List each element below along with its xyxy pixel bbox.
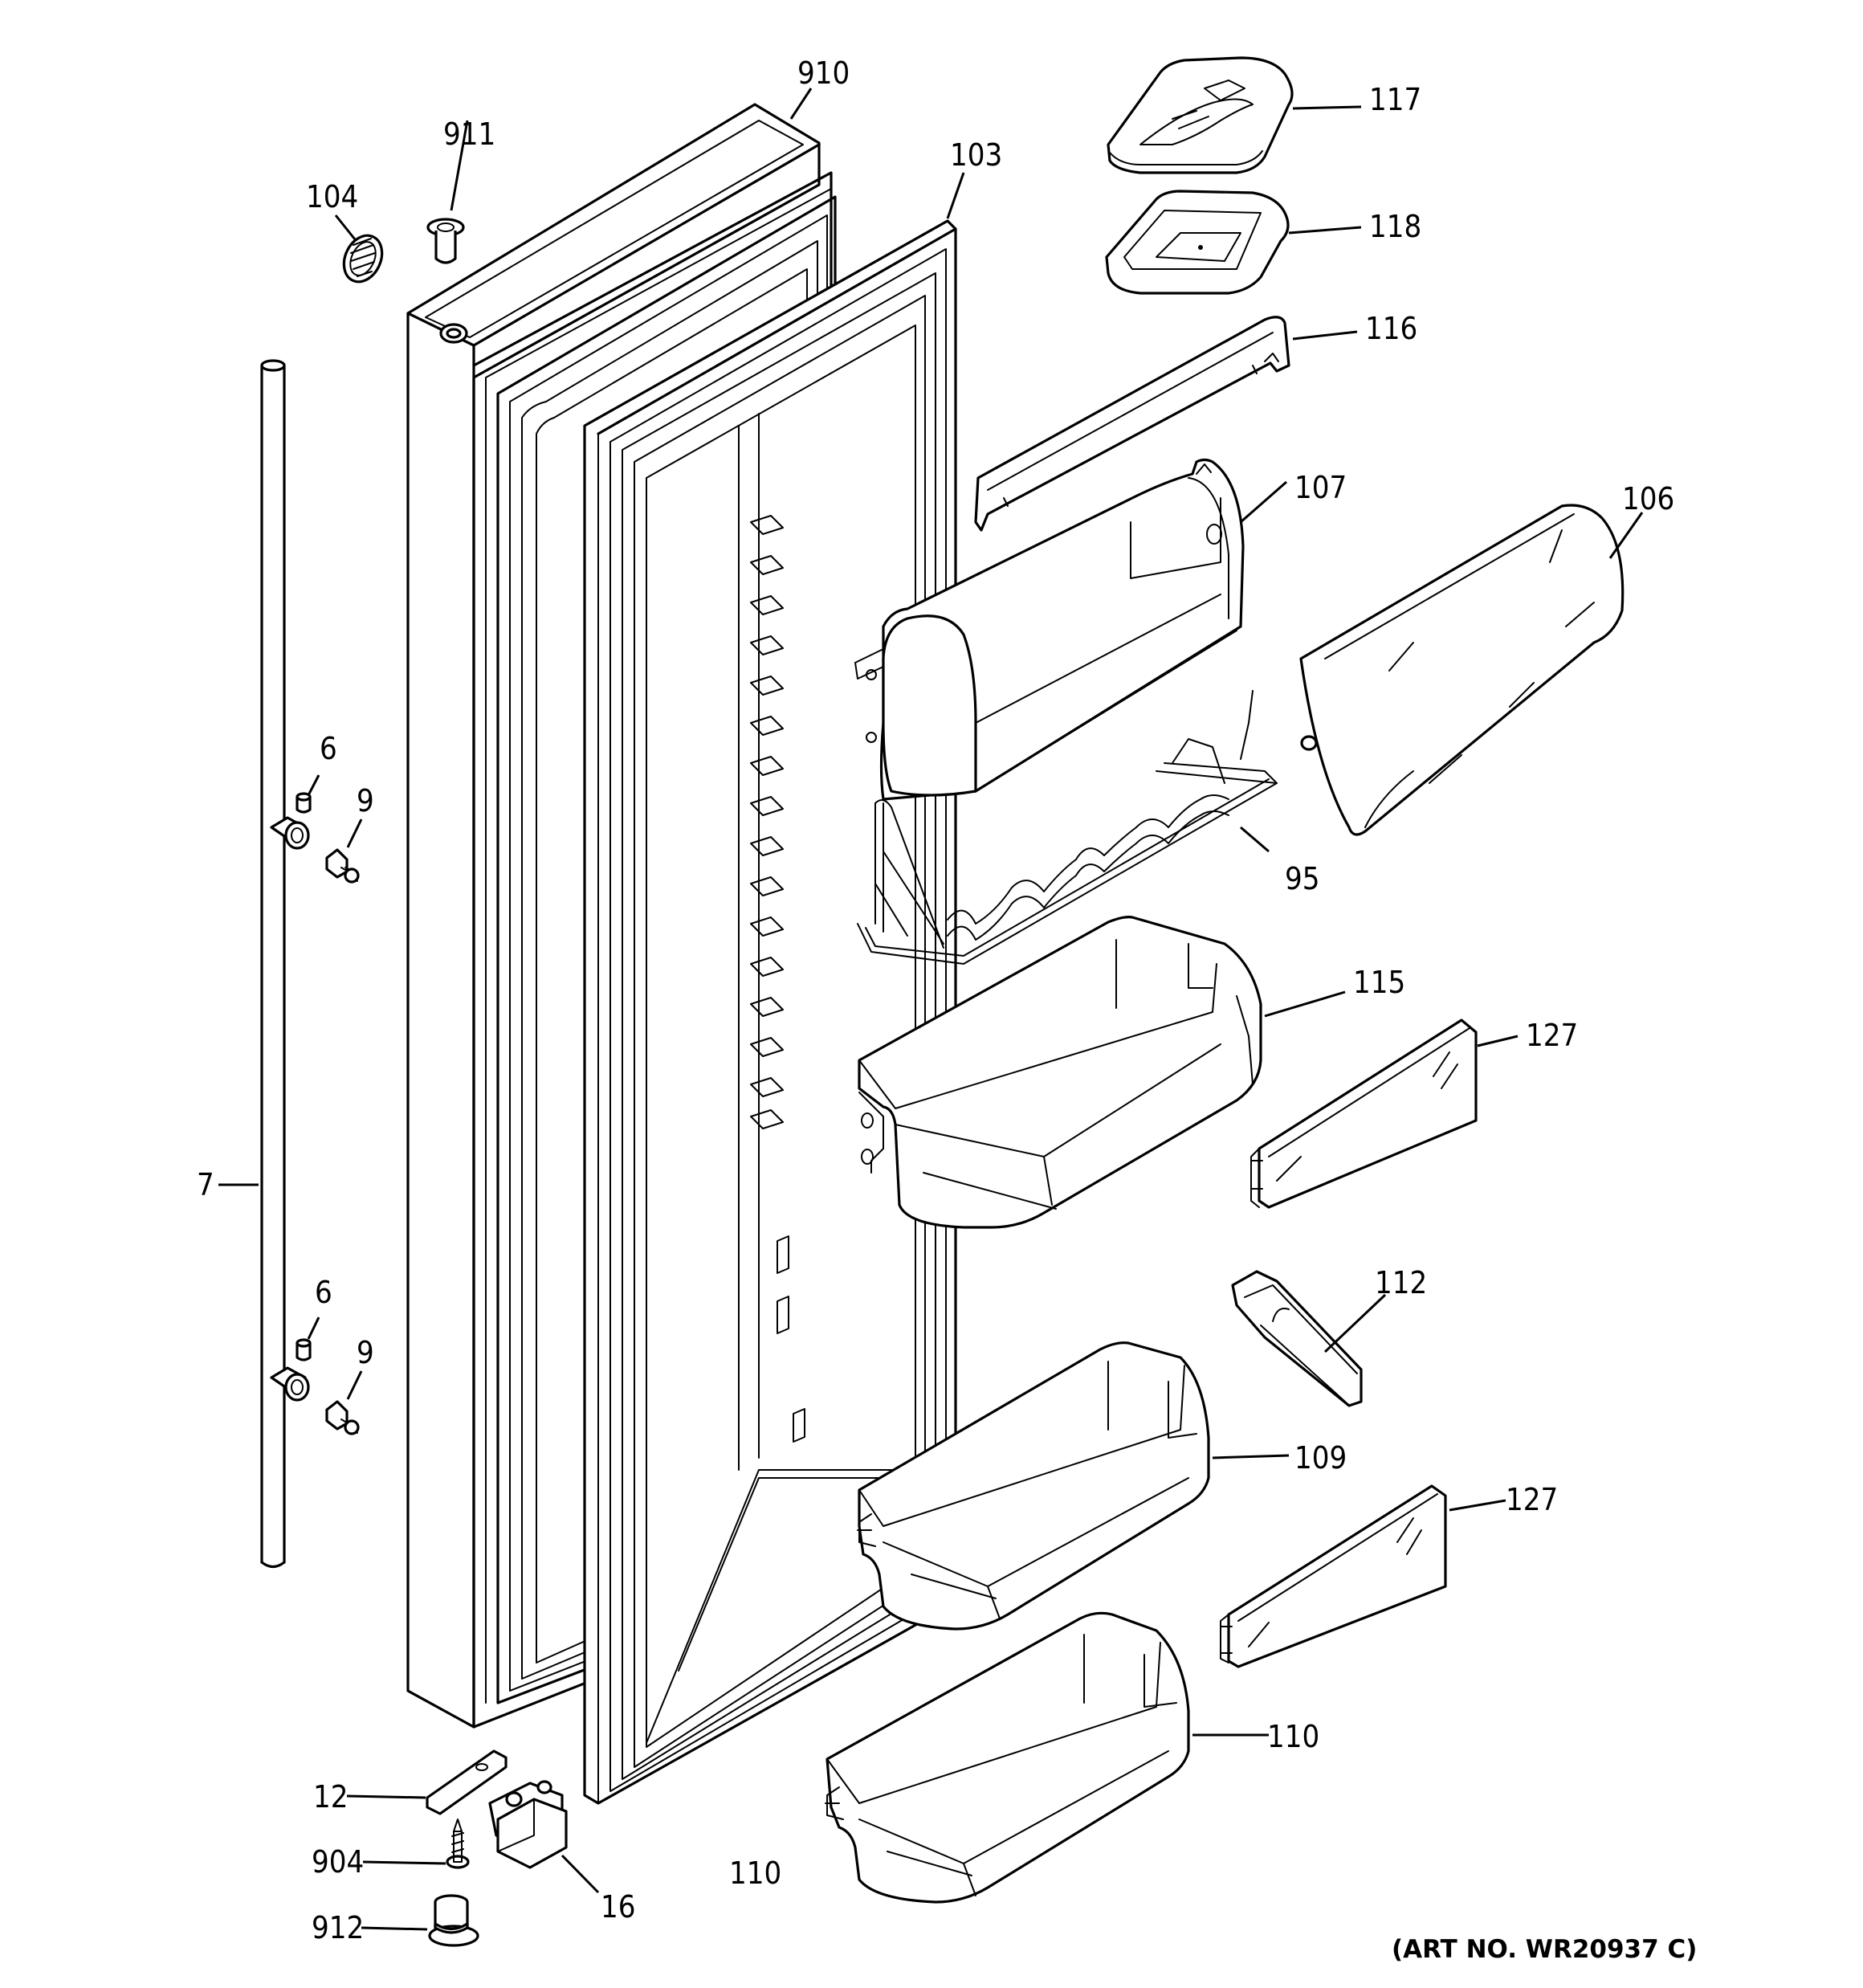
- part-labels: 910 911 104 103 117 118 116 107 106 95 1…: [197, 55, 1674, 1945]
- label-118: 118: [1369, 209, 1421, 244]
- dairy-tray-part-118: [1105, 190, 1290, 295]
- label-116: 116: [1365, 311, 1417, 346]
- label-127-lower: 127: [1506, 1482, 1558, 1517]
- label-910: 910: [797, 55, 850, 91]
- vent-cap-part-104: [342, 234, 384, 284]
- art-number: (ART NO. WR20937 C): [1392, 1935, 1697, 1964]
- label-95: 95: [1285, 861, 1320, 896]
- label-904: 904: [312, 1844, 364, 1880]
- hinge-plate-part-12: [426, 1749, 508, 1815]
- shelf-front-part-127-lower: [1220, 1484, 1447, 1668]
- label-911: 911: [443, 116, 495, 152]
- bin-part-109: [857, 1341, 1210, 1631]
- hinge-pin-part-6-upper: [296, 792, 312, 814]
- label-112: 112: [1375, 1265, 1427, 1300]
- wire-rack-part-95: [857, 690, 1278, 965]
- label-127-upper: 127: [1526, 1018, 1578, 1053]
- label-12: 12: [313, 1779, 349, 1815]
- label-16: 16: [601, 1889, 636, 1925]
- bin-part-107: [854, 458, 1245, 801]
- label-109: 109: [1294, 1440, 1347, 1476]
- label-9-upper: 9: [357, 783, 374, 818]
- hinge-bracket-lower: [270, 1366, 310, 1402]
- bracket-part-112: [1231, 1270, 1363, 1407]
- label-103: 103: [950, 137, 1002, 173]
- label-115: 115: [1353, 965, 1405, 1000]
- label-104: 104: [306, 179, 358, 214]
- dairy-cover-part-117: [1107, 56, 1294, 174]
- hinge-bracket-upper: [270, 816, 310, 850]
- screw-part-904: [446, 1819, 470, 1869]
- label-107: 107: [1294, 470, 1347, 505]
- hinge-rod-part-7: [260, 359, 286, 1569]
- bolt-part-9-upper: [325, 848, 360, 884]
- leader-lines: [218, 88, 1644, 1931]
- bolt-part-9-lower: [325, 1400, 360, 1435]
- bushing-part-911: [426, 218, 465, 264]
- label-9-lower: 9: [357, 1335, 374, 1370]
- hinge-pin-part-6-lower: [296, 1338, 312, 1361]
- bushing-part-912: [428, 1894, 479, 1947]
- bin-part-110: [825, 1611, 1190, 1904]
- label-7: 7: [197, 1167, 214, 1202]
- hinge-part-16: [488, 1780, 568, 1869]
- shelf-front-part-127-upper: [1250, 1018, 1478, 1209]
- shelf-clips: [750, 515, 784, 1129]
- bin-cover-part-106: [1299, 504, 1625, 836]
- rail-part-116: [974, 316, 1290, 532]
- label-110-lower: 110: [729, 1855, 781, 1891]
- label-6-upper: 6: [320, 731, 337, 766]
- label-6-lower: 6: [315, 1275, 332, 1310]
- label-110-bin: 110: [1267, 1719, 1319, 1754]
- label-912: 912: [312, 1910, 364, 1945]
- label-106: 106: [1622, 481, 1674, 516]
- label-117: 117: [1369, 82, 1421, 117]
- bin-part-115: [858, 916, 1262, 1229]
